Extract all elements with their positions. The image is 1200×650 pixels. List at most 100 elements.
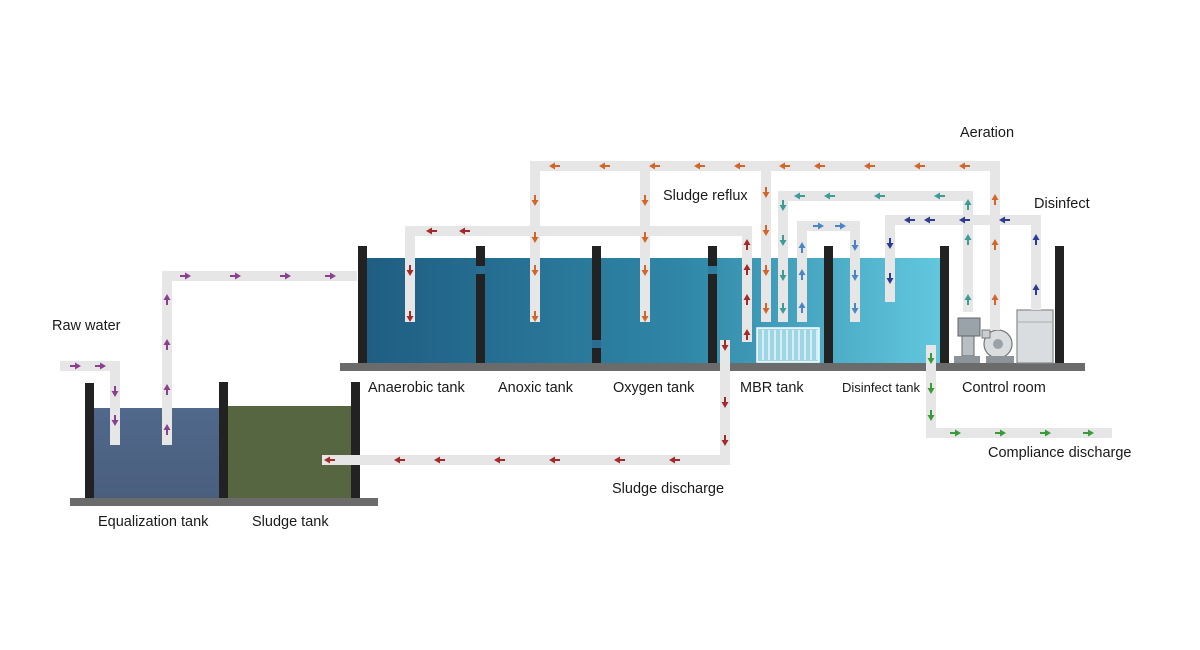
flow-arrow-icon [743, 264, 751, 275]
flow-arrow-icon [1083, 429, 1094, 437]
flow-arrow-icon [163, 424, 171, 435]
flow-arrow-icon [934, 192, 945, 200]
flow-arrow-icon [864, 162, 875, 170]
sludge-discharge-pipe [322, 340, 730, 465]
sludge-water [226, 406, 354, 498]
flow-arrow-icon [641, 265, 649, 276]
label-mbr-tank: MBR tank [740, 380, 804, 396]
flow-arrow-icon [641, 311, 649, 322]
blower-icon [981, 329, 1014, 363]
wall-mbr-disinfect [824, 246, 833, 363]
wall-eq-sludge [219, 382, 228, 498]
flow-arrow-icon [927, 353, 935, 364]
flow-arrow-icon [549, 456, 560, 464]
flow-arrows [70, 162, 1094, 464]
flow-arrow-icon [1032, 284, 1040, 295]
flow-arrow-icon [964, 234, 972, 245]
flow-arrow-icon [426, 227, 437, 235]
flow-arrow-icon [669, 456, 680, 464]
flow-arrow-icon [851, 303, 859, 314]
flow-arrow-icon [813, 222, 824, 230]
main-water [362, 258, 942, 363]
flow-arrow-icon [111, 415, 119, 426]
flow-arrow-icon [779, 270, 787, 281]
flow-arrow-icon [924, 216, 935, 224]
flow-arrow-icon [743, 329, 751, 340]
flow-arrow-icon [614, 456, 625, 464]
control-room-equipment [954, 309, 1054, 364]
flow-arrow-icon [734, 162, 745, 170]
flow-arrow-icon [950, 429, 961, 437]
wall-sludge-right [351, 382, 360, 498]
flow-arrow-icon [163, 294, 171, 305]
label-sludge-discharge: Sludge discharge [612, 481, 724, 497]
flow-arrow-icon [230, 272, 241, 280]
flow-arrow-icon [694, 162, 705, 170]
label-aeration: Aeration [960, 125, 1014, 141]
flow-arrow-icon [798, 302, 806, 313]
flow-arrow-icon [163, 384, 171, 395]
flow-arrow-icon [95, 362, 106, 370]
label-sludge-reflux: Sludge reflux [663, 188, 748, 204]
flow-arrow-icon [641, 195, 649, 206]
label-anaerobic-tank: Anaerobic tank [368, 380, 465, 396]
flow-arrow-icon [743, 239, 751, 250]
labels: Raw water Equalization tank Sludge tank … [52, 125, 1131, 530]
flow-arrow-icon [964, 294, 972, 305]
flow-arrow-icon [851, 270, 859, 281]
label-compliance-discharge: Compliance discharge [988, 445, 1131, 461]
wall-anoxic-oxygen [592, 246, 601, 363]
flow-arrow-icon [835, 222, 846, 230]
wall-gap-1 [476, 266, 485, 274]
flow-arrow-icon [886, 273, 894, 284]
flow-arrow-icon [641, 232, 649, 243]
flow-arrow-icon [851, 240, 859, 251]
flow-arrow-icon [762, 265, 770, 276]
wall-eq-left [85, 383, 94, 498]
flow-arrow-icon [914, 162, 925, 170]
flow-arrow-icon [406, 311, 414, 322]
wall-control-right [1055, 246, 1064, 363]
flow-arrow-icon [721, 397, 729, 408]
flow-arrow-icon [886, 238, 894, 249]
flow-arrow-icon [779, 303, 787, 314]
flow-arrow-icon [494, 456, 505, 464]
flow-arrow-icon [991, 194, 999, 205]
flow-arrow-icon [794, 192, 805, 200]
flow-arrow-icon [999, 216, 1010, 224]
flow-arrow-icon [995, 429, 1006, 437]
label-oxygen-tank: Oxygen tank [613, 380, 695, 396]
wall-anaerobic-anoxic [476, 246, 485, 363]
flow-arrow-icon [927, 410, 935, 421]
flow-arrow-icon [549, 162, 560, 170]
flow-arrow-icon [798, 242, 806, 253]
flow-arrow-icon [434, 456, 445, 464]
label-equalization-tank: Equalization tank [98, 514, 209, 530]
left-tanks [70, 382, 378, 506]
wall-gap-2 [592, 340, 601, 348]
label-control-room: Control room [962, 380, 1046, 396]
flow-arrow-icon [649, 162, 660, 170]
wall-disinfect-control [940, 246, 949, 363]
label-disinfect: Disinfect [1034, 196, 1090, 212]
flow-arrow-icon [406, 265, 414, 276]
flow-arrow-icon [531, 195, 539, 206]
flow-arrow-icon [874, 192, 885, 200]
flow-arrow-icon [280, 272, 291, 280]
flow-arrow-icon [325, 272, 336, 280]
flow-arrow-icon [531, 232, 539, 243]
main-base [340, 363, 1085, 371]
flow-arrow-icon [779, 235, 787, 246]
label-sludge-tank: Sludge tank [252, 514, 329, 530]
pump-icon [954, 317, 981, 363]
wall-oxygen-mbr [708, 246, 717, 363]
label-raw-water: Raw water [52, 318, 121, 334]
membrane-module [756, 327, 820, 363]
flow-arrow-icon [762, 303, 770, 314]
flow-arrow-icon [964, 199, 972, 210]
flow-arrow-icon [324, 456, 335, 464]
flow-arrow-icon [762, 187, 770, 198]
flow-arrow-icon [991, 294, 999, 305]
flow-arrow-icon [111, 386, 119, 397]
flow-arrow-icon [1032, 234, 1040, 245]
